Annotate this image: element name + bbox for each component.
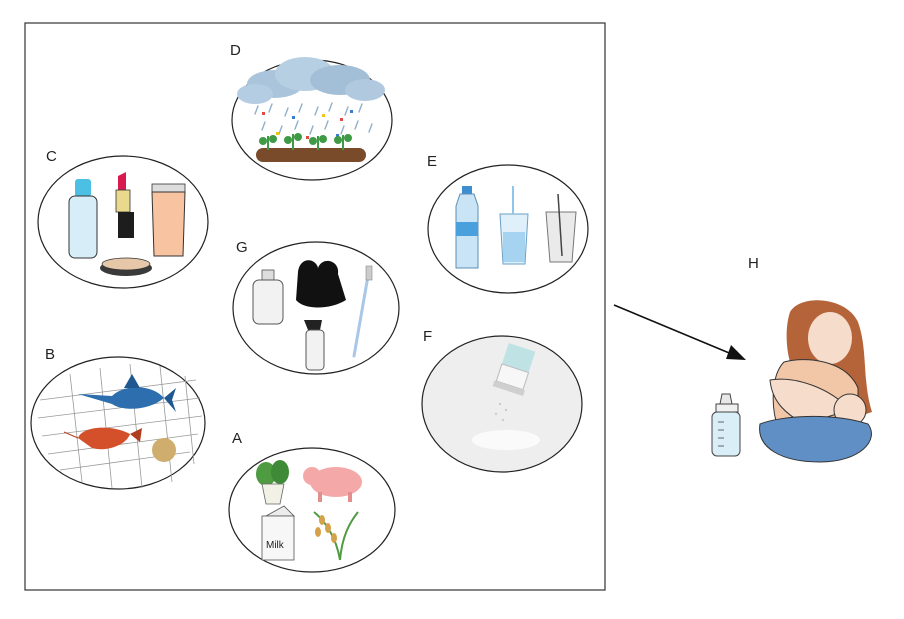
baby-bottle-icon [711,393,741,457]
label-f: F [423,328,432,345]
plastic-cup-icon [545,193,577,263]
milk-carton-icon: Milk [261,505,295,561]
panel-b: B [30,346,206,490]
panel-a: A Milk [228,430,396,573]
bok-choy-icon [256,460,289,505]
plastic-bag-icon [296,260,346,308]
breastfeeding-mother-icon [759,300,872,463]
detergent-bottle-icon [252,269,284,325]
sources-frame [24,22,606,591]
panel-a-ellipse [228,447,396,573]
compact-icon [100,257,152,276]
cream-tube-icon [151,183,186,257]
panel-d: D [230,42,393,181]
salt-shaker-icon [472,342,540,450]
rain-cloud-icon [237,57,385,139]
label-e: E [427,153,437,170]
label-h: H [748,255,759,272]
panel-b-ellipse [30,356,206,490]
shrimp-icon [63,427,142,450]
water-glass-icon [499,186,529,265]
label-a: A [232,430,242,447]
label-d: D [230,42,241,59]
label-g: G [236,239,248,256]
rice-plant-icon [313,511,359,561]
water-bottle-icon [455,186,479,269]
pig-icon [303,467,362,502]
panel-g: G [232,239,400,375]
exposure-arrow [613,304,746,360]
label-b: B [45,346,55,363]
milk-carton-label: Milk [266,540,285,551]
crops-icon [256,133,366,162]
toothbrush-icon [352,265,373,358]
label-c: C [46,148,57,165]
panel-h: H [711,255,872,463]
panel-f-ellipse [421,335,583,473]
panel-f: F [421,328,583,473]
bottle-icon [68,179,98,259]
spray-bottle-icon [304,320,325,371]
panel-c: C [37,148,209,289]
marlin-icon [78,374,176,412]
panel-e: E [427,153,589,294]
lipstick-icon [115,172,134,238]
scallop-icon [152,438,176,462]
